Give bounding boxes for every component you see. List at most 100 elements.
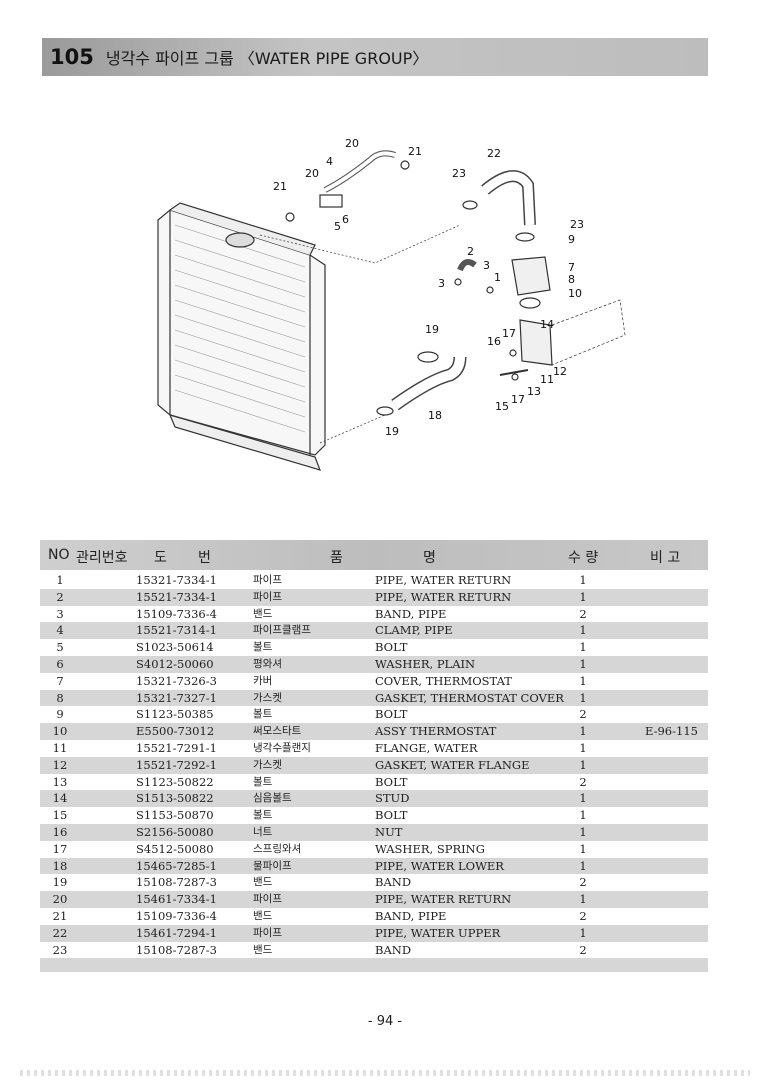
- quantity: 2: [579, 707, 587, 722]
- part-number: S1513-50822: [136, 791, 214, 806]
- callout: 3: [483, 259, 490, 272]
- quantity: 1: [579, 791, 587, 806]
- part-name: WASHER, SPRING: [375, 841, 485, 856]
- korean-name: 밴드: [253, 943, 273, 956]
- korean-name: 파이프: [253, 574, 282, 586]
- part-name: BAND: [375, 875, 412, 890]
- part-name: GASKET, THERMOSTAT COVER: [375, 690, 564, 705]
- part-name: WASHER, PLAIN: [375, 656, 476, 671]
- row-number: 19: [52, 875, 68, 890]
- part-name: PIPE, WATER RETURN: [375, 573, 512, 587]
- part-name: PIPE, WATER RETURN: [375, 589, 512, 604]
- quantity: 1: [579, 892, 587, 907]
- header-name-a: 품: [330, 550, 343, 566]
- quantity: 1: [579, 673, 587, 688]
- row-number: 20: [52, 892, 68, 907]
- korean-name: 심음볼트: [253, 792, 292, 805]
- part-name: CLAMP, PIPE: [375, 623, 453, 638]
- quantity: 1: [579, 623, 587, 638]
- part-name: GASKET, WATER FLANGE: [375, 757, 530, 772]
- part-number: 15321-7326-3: [136, 673, 217, 688]
- table-row: 20 15461-7334-1 파이프 PIPE, WATER RETURN 1: [40, 891, 708, 908]
- callout: 17: [502, 327, 516, 340]
- callout: 13: [527, 385, 541, 398]
- quantity: 1: [579, 640, 587, 655]
- korean-name: 밴드: [253, 909, 273, 922]
- part-number: 15461-7334-1: [136, 892, 217, 907]
- quantity: 1: [579, 858, 587, 873]
- part-number: 15108-7287-3: [136, 942, 217, 957]
- part-number: 15521-7291-1: [136, 740, 217, 755]
- quantity: 1: [579, 589, 587, 604]
- part-number: 15461-7294-1: [136, 925, 217, 940]
- row-number: 12: [52, 757, 68, 772]
- korean-name: 평와셔: [253, 657, 282, 670]
- korean-name: 가스켓: [253, 758, 282, 771]
- row-number: 11: [52, 740, 68, 755]
- callout: 2: [467, 245, 474, 258]
- part-name: PIPE, WATER RETURN: [375, 892, 512, 907]
- section-title: 냉각수 파이프 그룹 〈WATER PIPE GROUP〉: [105, 49, 429, 68]
- part-number: E5500-73012: [136, 724, 215, 739]
- part-name: PIPE, WATER UPPER: [375, 925, 501, 940]
- section-number: 105: [50, 45, 94, 69]
- part-name: NUT: [375, 824, 403, 839]
- header-quantity: 수 량: [568, 550, 599, 566]
- korean-name: 물파이프: [253, 859, 292, 872]
- callout: 23: [452, 167, 466, 180]
- korean-name: 파이프: [253, 893, 282, 906]
- callout: 19: [385, 425, 399, 438]
- callout: 11: [540, 373, 554, 386]
- row-number: 9: [56, 707, 64, 722]
- part-number: 15465-7285-1: [136, 858, 217, 873]
- row-number: 4: [56, 623, 64, 638]
- table-footer-band: [40, 958, 708, 973]
- korean-name: 가스켓: [253, 691, 282, 704]
- part-number: 15109-7336-4: [136, 606, 217, 621]
- page-number: - 94 -: [367, 1014, 403, 1029]
- part-name: BOLT: [375, 707, 408, 722]
- section-title-bar: 105 냉각수 파이프 그룹 〈WATER PIPE GROUP〉: [42, 38, 708, 76]
- row-number: 17: [52, 841, 68, 856]
- quantity: 2: [579, 606, 587, 621]
- header-no: NO: [48, 547, 70, 563]
- part-name: COVER, THERMOSTAT: [375, 673, 512, 688]
- korean-name: 파이프클램프: [253, 624, 311, 637]
- callout: 14: [540, 318, 554, 331]
- quantity: 1: [579, 824, 587, 839]
- part-name: BOLT: [375, 640, 408, 655]
- korean-name: 밴드: [253, 607, 273, 620]
- quantity: 1: [579, 690, 587, 705]
- part-name: BOLT: [375, 808, 408, 823]
- row-number: 6: [56, 656, 64, 671]
- korean-name: 밴드: [253, 876, 273, 889]
- row-number: 5: [56, 640, 64, 655]
- part-number: 15109-7336-4: [136, 908, 217, 923]
- quantity: 1: [579, 656, 587, 671]
- part-number: 15521-7292-1: [136, 757, 217, 772]
- callout: 17: [511, 393, 525, 406]
- part-number: S1153-50870: [136, 808, 214, 823]
- callout: 19: [425, 323, 439, 336]
- part-number: S2156-50080: [136, 824, 214, 839]
- part-name: BAND, PIPE: [375, 908, 447, 923]
- header-part-number-b: 번: [198, 550, 211, 566]
- korean-name: 파이프: [253, 926, 282, 939]
- callout: 12: [553, 365, 567, 378]
- row-number: 22: [52, 925, 68, 940]
- callout: 10: [568, 287, 582, 300]
